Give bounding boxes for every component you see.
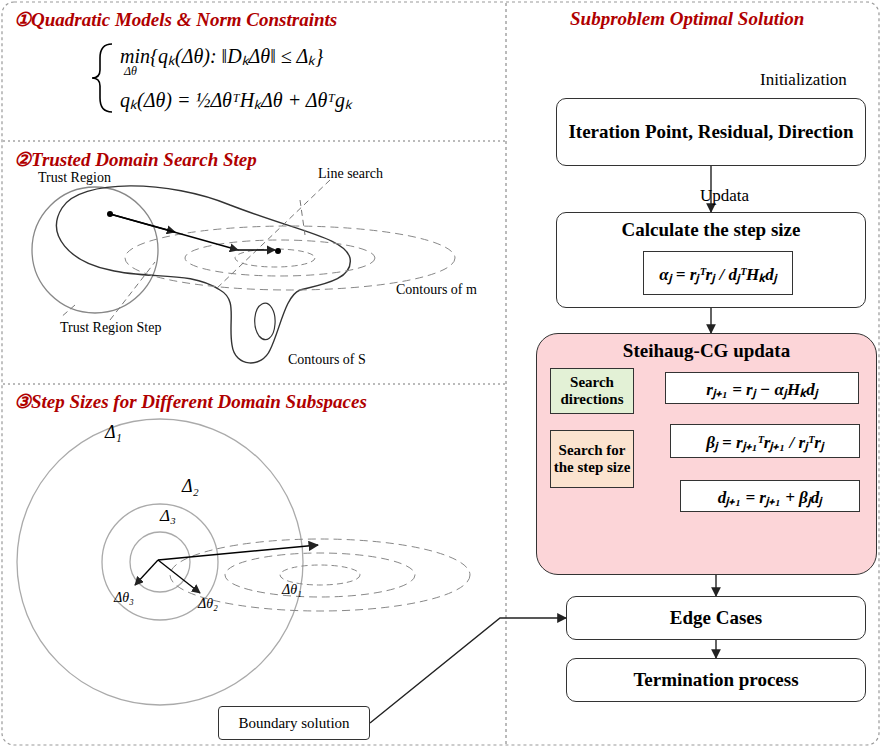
formula-box: dⱼ₊₁ = rⱼ₊₁ + βⱼdⱼ [680,480,860,512]
annotation-label: Δθ₃ [114,590,134,606]
formula-box: βⱼ = rⱼ₊₁ᵀrⱼ₊₁ / rⱼᵀrⱼ [670,424,860,458]
annotation-label: Δθ [124,64,137,79]
process-box: Termination process [566,658,866,702]
node-text: Boundary solution [238,715,349,732]
annotation-label: Δ₂ [182,476,199,497]
connector-arrow [715,575,716,596]
node-text: Termination process [633,669,798,691]
process-box: Edge Cases [566,596,866,640]
connector-arrow [715,640,716,658]
annotation-label: Trust Region Step [60,320,161,336]
annotation-label: Contours of m [396,282,477,298]
section-title: ③Step Sizes for Different Domain Subspac… [14,390,367,413]
search-directions-box: Search directions [550,368,634,414]
connector-arrow [710,308,711,333]
node-text: Search for the step size [551,442,633,477]
node-text: Calculate the step size [622,219,801,241]
annotation-label: Line search [318,166,383,182]
node-text: βⱼ = rⱼ₊₁ᵀrⱼ₊₁ / rⱼᵀrⱼ [706,430,824,453]
formula-box: αⱼ = rⱼᵀrⱼ / dⱼᵀHₖdⱼ [643,251,793,295]
section-title: ②Trusted Domain Search Step [14,148,257,171]
annotation-label: Δ₁ [105,422,122,443]
node-text: Edge Cases [670,607,762,629]
step-size-box: Search for the step size [550,430,634,488]
node-text: dⱼ₊₁ = rⱼ₊₁ + βⱼdⱼ [718,485,823,508]
node-text: Steihaug-CG updata [623,340,790,362]
annotation-label: qₖ(Δθ) = ½ΔθᵀHₖΔθ + Δθᵀgₖ [120,86,352,113]
process-group: Steihaug-CG updataSearch directionsSearc… [536,333,877,575]
annotation-label: Δθ₂ [198,596,218,612]
process-box: Calculate the step size αⱼ = rⱼᵀrⱼ / dⱼᵀH… [556,212,866,308]
node-text: αⱼ = rⱼᵀrⱼ / dⱼᵀHₖdⱼ [659,262,777,285]
process-box: Iteration Point, Residual, Direction [556,98,866,166]
section-title: ①Quadratic Models & Norm Constraints [14,8,337,31]
annotation-label: Updata [700,186,749,206]
annotation-label: min{qₖ(Δθ): ‖DₖΔθ‖ ≤ Δₖ} [120,42,323,69]
node-text: Iteration Point, Residual, Direction [568,121,853,143]
callout-box: Boundary solution [218,706,370,740]
connector-arrow [370,618,566,723]
annotation-label: Δθ₁ [282,582,302,598]
formula-box: rⱼ₊₁ = rⱼ − αⱼHₖdⱼ [665,372,859,404]
node-text: rⱼ₊₁ = rⱼ − αⱼHₖdⱼ [706,377,817,400]
annotation-label: Δ₃ [160,506,176,526]
annotation-label: Trust Region [38,170,111,186]
section-title: Subproblem Optimal Solution [570,8,804,30]
node-text: Search directions [551,374,633,409]
annotation-label: Initialization [760,70,847,90]
annotation-label: Contours of S [288,352,366,368]
